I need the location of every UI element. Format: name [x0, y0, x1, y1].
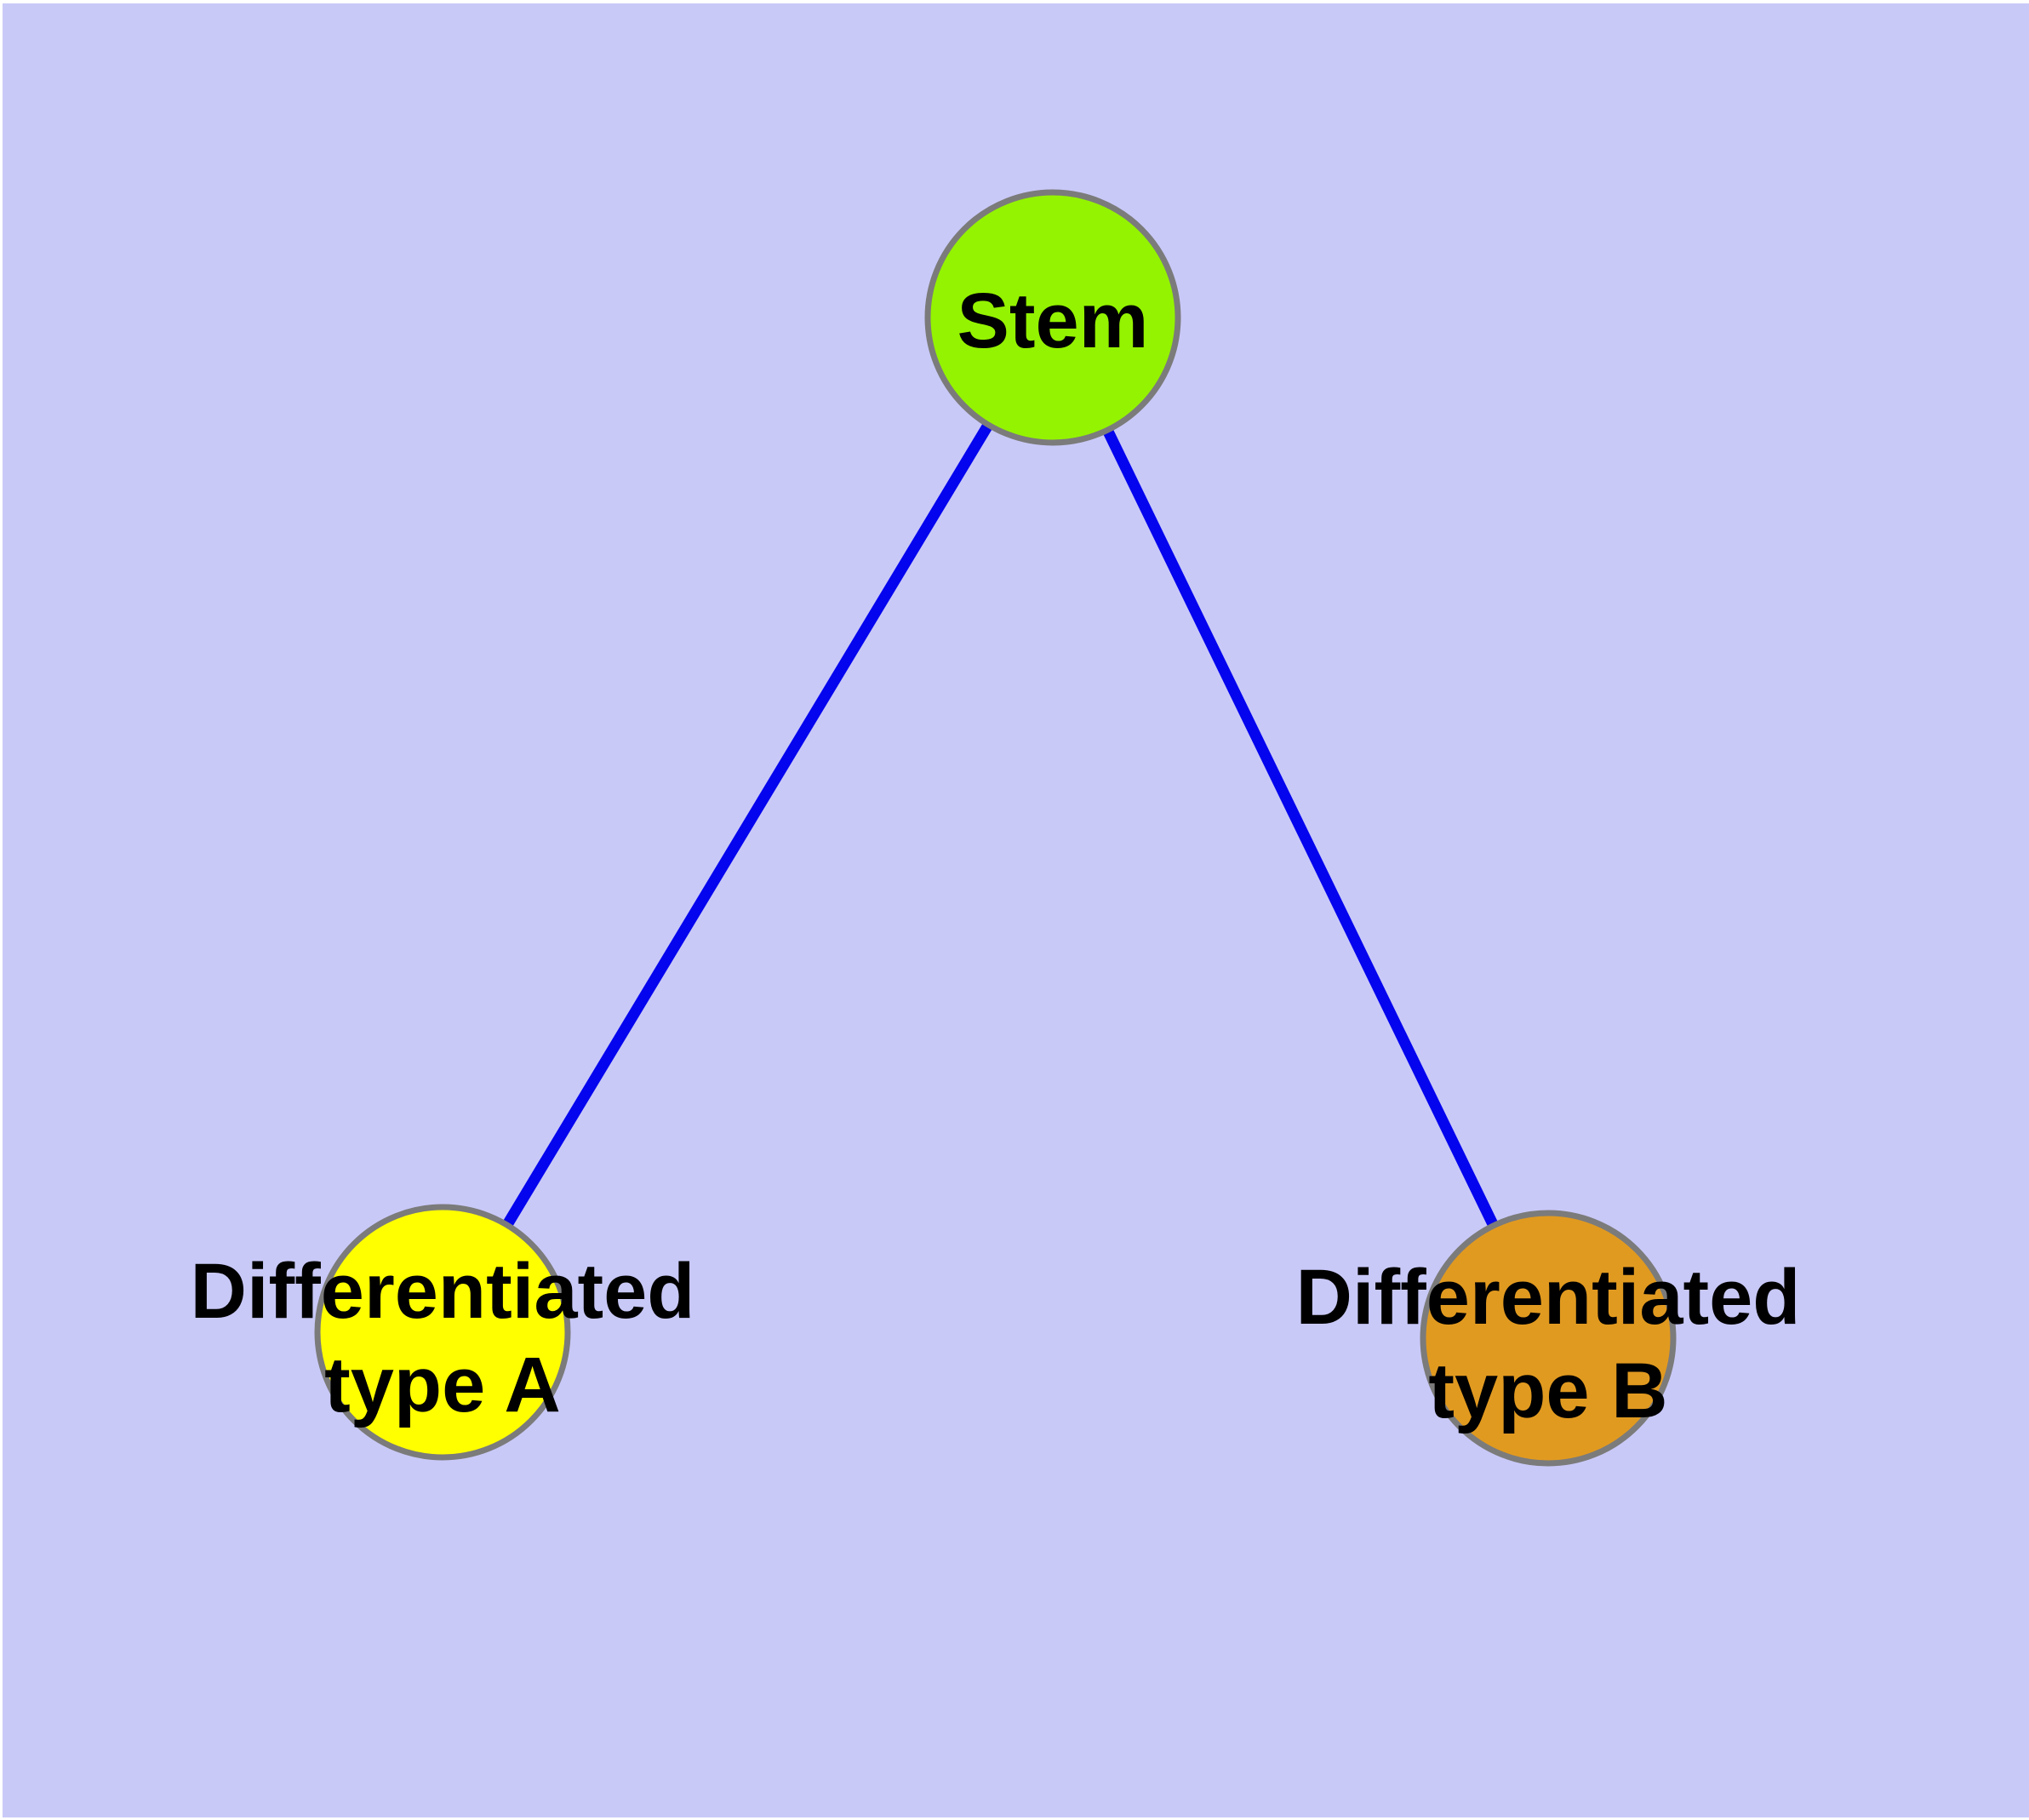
- node-differentiated-type-a: Differentiated type A: [191, 1204, 695, 1461]
- node-differentiated-type-a-label-line2: type A: [324, 1342, 561, 1428]
- node-differentiated-type-b: Differentiated type B: [1296, 1210, 1801, 1467]
- node-stem-circle: [924, 189, 1181, 446]
- node-differentiated-type-a-label-line1: Differentiated: [191, 1248, 695, 1335]
- edge-stem-to-type-a: [437, 314, 1058, 1336]
- node-differentiated-type-b-label-line1: Differentiated: [1296, 1254, 1801, 1341]
- edge-layer: [437, 314, 1553, 1341]
- node-stem-label: Stem: [957, 278, 1149, 364]
- node-differentiated-type-a-circle: [314, 1204, 571, 1461]
- edge-stem-to-type-b: [1048, 315, 1553, 1341]
- node-stem: Stem: [924, 189, 1181, 446]
- node-differentiated-type-b-circle: [1420, 1210, 1677, 1467]
- node-differentiated-type-b-label-line2: type B: [1428, 1348, 1667, 1434]
